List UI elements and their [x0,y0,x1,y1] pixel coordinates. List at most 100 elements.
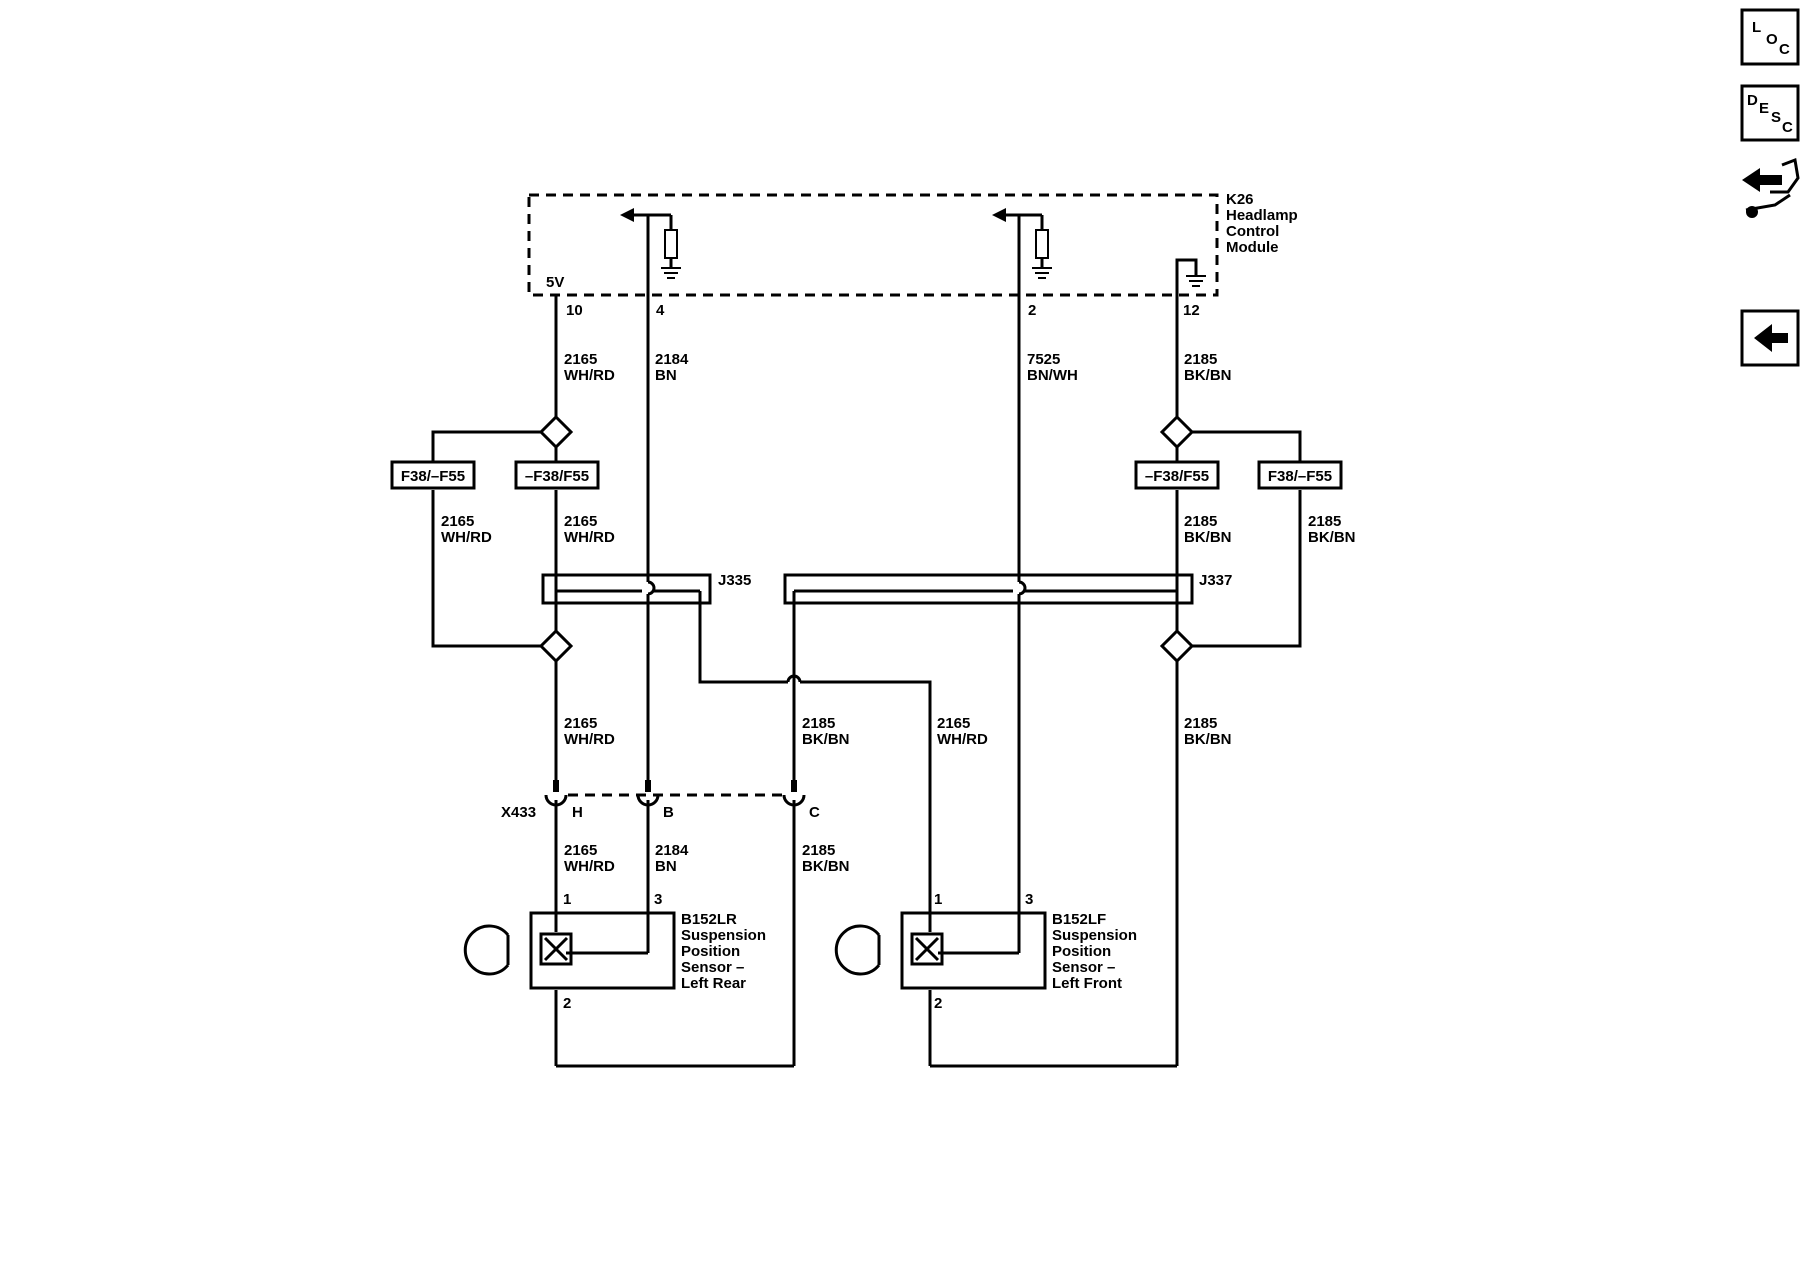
desc-button[interactable]: D E S C [1740,84,1800,142]
wire-label: 2184 [655,842,689,859]
wire-color: BK/BN [1184,367,1232,384]
wire-color: BN [655,367,677,384]
back-arrow-icon [1754,324,1788,352]
wire-color: BK/BN [1308,529,1356,546]
connector-pin-b [636,794,660,807]
sensor-lf-name-3: Position [1052,943,1111,960]
svg-text:E: E [1759,100,1769,117]
module-boundary [527,193,1219,297]
module-ref: K26 [1226,191,1254,208]
wire-label: 7525 [1027,351,1060,368]
connector-pin-h [544,794,568,807]
wire-2184-circuit [566,215,656,955]
wire-color: BK/BN [802,858,850,875]
option-box-b: –F38/F55 [514,460,600,490]
wire-color: WH/RD [441,529,492,546]
sensor-b152lf: 1 3 2 B152LF Suspension Position Sensor … [834,891,1137,1012]
wire-label: 2165 [441,513,474,530]
connector-ref: X433 [501,804,536,821]
rotary-sensor-icon [834,924,881,976]
sensor-lf-name-1: B152LF [1052,911,1106,928]
voltage-label: 5V [546,274,564,291]
sensor-lf-pin3: 3 [1025,891,1033,908]
splice-diamond [1159,414,1195,450]
svg-text:L: L [1752,19,1761,36]
module-name-line-2: Control [1226,223,1279,240]
svg-text:O: O [1766,31,1778,48]
sensor-lf-pin1: 1 [934,891,942,908]
pulldown-resistor [664,229,678,259]
svg-text:C: C [1779,41,1790,58]
wire-label: 2165 [564,351,597,368]
sensor-lr-name-1: B152LR [681,911,737,928]
wire-2185-right-circuit [928,295,1302,1068]
splice-diamond [538,414,574,450]
signal-arrow-icon [992,208,1006,222]
connector-pin-h-label: H [572,804,583,821]
sensor-b152lr: 1 3 2 B152LR Suspension Position Sensor … [463,891,766,1012]
j335-label: J335 [718,572,751,589]
wire-color: BK/BN [1184,731,1232,748]
option-box-d: F38/–F55 [1257,460,1343,490]
connector-wrench-icon[interactable] [1742,157,1800,218]
wire-labels: 2165 WH/RD 2184 BN 7525 BN/WH 2185 BK/BN… [441,351,1356,875]
svg-text:F38/–F55: F38/–F55 [401,468,465,485]
sensor-lr-name-5: Left Rear [681,975,746,992]
wire-label: 2185 [1184,351,1217,368]
wire-label: 2165 [564,513,597,530]
wire-color: WH/RD [564,529,615,546]
sensor-lf-name-2: Suspension [1052,927,1137,944]
rotary-sensor-icon [463,924,510,976]
wire-label: 2185 [1184,513,1217,530]
svg-text:D: D [1747,92,1758,109]
svg-text:–F38/F55: –F38/F55 [1145,468,1209,485]
svg-text:S: S [1771,109,1781,126]
pulldown-resistor [1035,229,1049,259]
wire-color: BK/BN [802,731,850,748]
splice-diamond [538,628,574,664]
pin-2-label: 2 [1028,302,1036,319]
sensor-lr-pin2: 2 [563,995,571,1012]
module-name-line-1: Headlamp [1226,207,1298,224]
connector-pin-b-label: B [663,804,674,821]
pin12-ground-circuit [1175,258,1206,295]
wire-color: BN/WH [1027,367,1078,384]
signal-arrow-icon [620,208,634,222]
pin-12-label: 12 [1183,302,1200,319]
wire-label: 2185 [1184,715,1217,732]
j337-label: J337 [1199,572,1232,589]
sensor-lf-pin2: 2 [934,995,942,1012]
loc-button[interactable]: L O C [1740,8,1800,66]
wire-label: 2184 [655,351,689,368]
wire-label: 2185 [802,842,835,859]
wire-label: 2185 [1308,513,1341,530]
splice-diamond [1159,628,1195,664]
wire-color: WH/RD [937,731,988,748]
pin2-input-circuit [992,208,1052,279]
wire-color: BN [655,858,677,875]
splice-pack-j335 [541,573,712,605]
sensor-lr-name-2: Suspension [681,927,766,944]
svg-text:F38/–F55: F38/–F55 [1268,468,1332,485]
sensor-element-icon [539,932,573,966]
sensor-lr-name-3: Position [681,943,740,960]
connector-x433: X433 H B C [501,780,820,1066]
wire-7525-circuit [938,215,1027,955]
sensor-lf-name-5: Left Front [1052,975,1122,992]
k26-module: K26 Headlamp Control Module 5V [527,191,1298,319]
sensor-lr-pin1: 1 [563,891,571,908]
connector-pin-c-label: C [809,804,820,821]
wire-label: 2165 [937,715,970,732]
wire-2165-left-circuit [431,295,558,932]
module-name-line-3: Module [1226,239,1279,256]
back-arrow-button[interactable] [1740,309,1800,367]
wire-label: 2165 [564,715,597,732]
option-box-c: –F38/F55 [1134,460,1220,490]
wire-color: BK/BN [1184,529,1232,546]
option-box-a: F38/–F55 [390,460,476,490]
pin4-input-circuit [620,208,681,279]
wire-label: 2185 [802,715,835,732]
sensor-lr-name-4: Sensor – [681,959,744,976]
